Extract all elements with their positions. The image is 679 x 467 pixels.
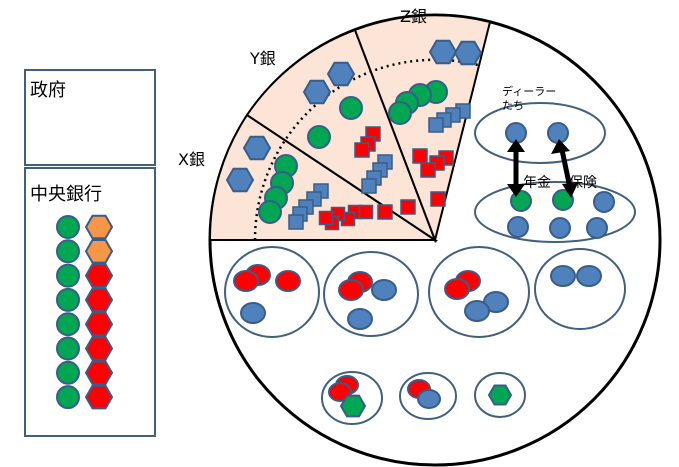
red-hexagon (84, 287, 114, 313)
blue-square (288, 214, 304, 230)
red-square (358, 204, 374, 220)
blue-ellipse (464, 300, 490, 322)
red-ellipse (338, 279, 364, 301)
blue-circle (549, 217, 571, 239)
group-ellipse (428, 246, 530, 338)
red-hexagon (84, 360, 114, 386)
blue-circle (547, 122, 569, 144)
government-label: 政府 (30, 80, 66, 101)
green-circle (552, 189, 574, 211)
central-bank-holdings (56, 214, 114, 410)
red-hexagon (84, 384, 114, 410)
dealers-label-line2: たち (502, 99, 524, 112)
red-hexagon (84, 336, 114, 361)
green-circle (56, 215, 80, 239)
bank-z-label: Z銀 (400, 7, 427, 26)
arrow-head-down-right (562, 183, 578, 198)
green-circle (56, 239, 80, 264)
blue-circle (507, 216, 529, 238)
central-bank-label: 中央銀行 (30, 184, 102, 205)
green-circle (56, 336, 80, 361)
green-circle (56, 287, 80, 312)
blue-circle (586, 217, 608, 239)
group-ellipse (323, 251, 419, 337)
red-square (400, 199, 416, 215)
green-hexagon (339, 394, 367, 418)
blue-ellipse (417, 389, 441, 409)
arrow-head-down-left (507, 184, 525, 197)
bank-y-sector (245, 28, 438, 243)
group-ellipse (534, 248, 626, 330)
dealers-ellipse (474, 102, 606, 164)
green-circle (56, 312, 80, 337)
blue-circle (593, 191, 615, 213)
green-circle (339, 96, 363, 120)
red-square (377, 204, 393, 220)
red-square (412, 148, 428, 164)
exchange-arrows (507, 139, 578, 198)
pension-label: 年金 (523, 175, 551, 191)
green-hexagon (487, 384, 513, 406)
group-ellipse (224, 246, 320, 338)
red-square (354, 142, 370, 158)
blue-hexagon (242, 135, 272, 161)
bank-x-label: X銀 (178, 150, 205, 169)
blue-square (361, 178, 377, 194)
blue-square (428, 117, 444, 133)
red-ellipse (275, 270, 301, 292)
red-hexagon (84, 311, 114, 337)
blue-ellipse (576, 265, 602, 287)
blue-ellipse (347, 308, 373, 330)
orange-hexagon (84, 239, 114, 264)
orange-hexagon (84, 214, 114, 240)
blue-hexagon (225, 167, 255, 193)
asset-shapes (225, 39, 615, 418)
group-ellipse (321, 371, 383, 425)
green-circle (56, 360, 80, 385)
group-ellipse (399, 372, 457, 420)
green-circle (56, 263, 80, 288)
blue-ellipse (240, 302, 266, 324)
bank-y-label: Y銀 (249, 49, 276, 68)
arrow-head-up-left (507, 139, 525, 152)
government-box (24, 69, 156, 166)
green-circle (56, 385, 80, 410)
bank-z-sector (353, 14, 492, 244)
green-circle (258, 200, 282, 224)
blue-hexagon (453, 40, 483, 66)
red-ellipse (444, 278, 470, 300)
blue-hexagon (326, 61, 356, 87)
group-ellipse (474, 372, 526, 418)
red-ellipse (233, 270, 259, 292)
red-square (420, 162, 436, 178)
green-circle (307, 125, 331, 149)
blue-ellipse (371, 279, 397, 301)
blue-hexagon (428, 39, 458, 65)
red-square (318, 210, 334, 226)
blue-hexagon (302, 79, 332, 105)
red-hexagon (84, 263, 114, 288)
pension-insurance-ellipse (474, 181, 636, 243)
red-square (430, 191, 446, 207)
blue-ellipse (550, 265, 576, 287)
green-circle (388, 101, 412, 125)
dealers-label-line1: ディーラー (502, 84, 556, 98)
arrow-head-up-right (551, 139, 570, 154)
